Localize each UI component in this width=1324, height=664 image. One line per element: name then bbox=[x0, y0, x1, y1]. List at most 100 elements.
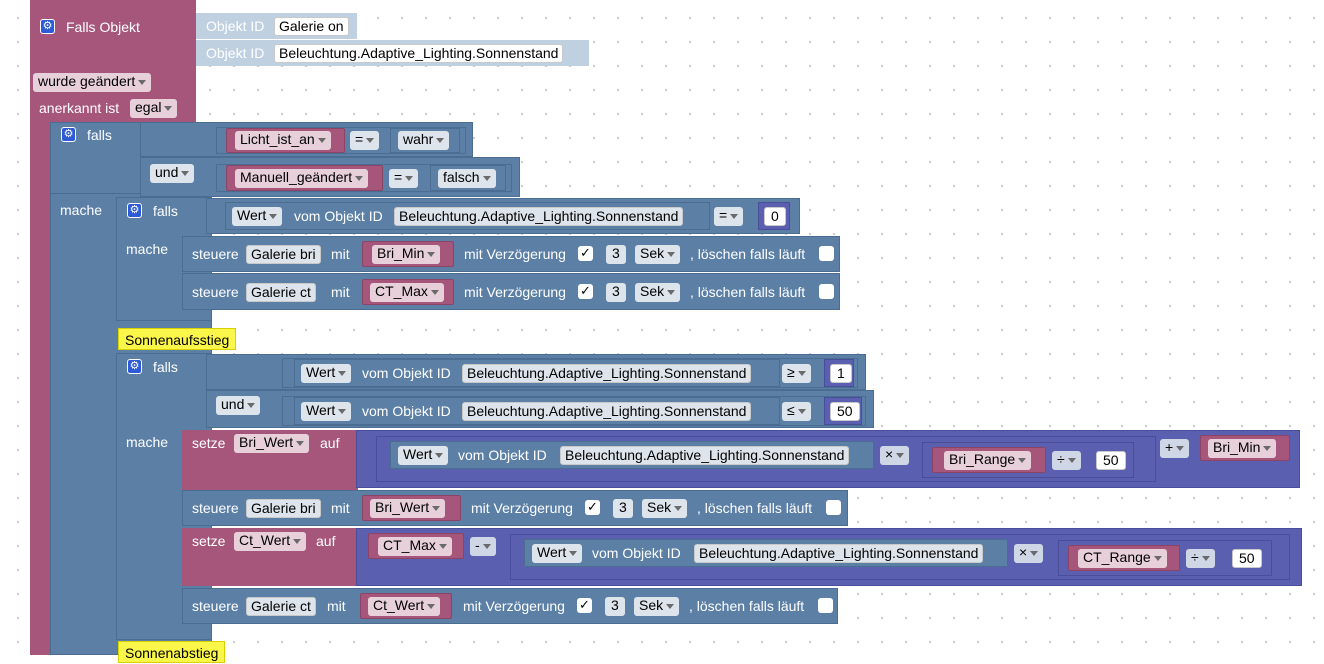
steuere-label: steuere bbox=[192, 500, 239, 516]
var-ct-max-dropdown[interactable]: CT_Max bbox=[378, 537, 452, 556]
delay-checkbox[interactable]: ✓ bbox=[578, 284, 593, 299]
clear-label: , löschen falls läuft bbox=[690, 246, 806, 262]
number-zero[interactable]: 0 bbox=[764, 207, 786, 226]
gear-icon[interactable]: ⚙ bbox=[127, 203, 142, 218]
comment-sonnenabstieg[interactable]: Sonnenabstieg bbox=[118, 641, 226, 663]
if1-op2-dropdown[interactable]: = bbox=[389, 169, 419, 188]
changed-dropdown[interactable]: wurde geändert bbox=[33, 73, 152, 92]
trigger-changed[interactable]: wurde geändert bbox=[33, 72, 152, 92]
wert-dropdown[interactable]: Wert bbox=[532, 544, 583, 563]
if1-and-dropdown[interactable]: und bbox=[150, 164, 195, 183]
if3-op2-dropdown[interactable]: ≤ bbox=[782, 402, 811, 421]
if1-falls: falls bbox=[87, 127, 112, 143]
bool-dropdown-1[interactable]: wahr bbox=[398, 131, 450, 150]
delay-label: mit Verzögerung bbox=[464, 246, 566, 262]
plus-dropdown[interactable]: + bbox=[1160, 439, 1190, 458]
steuere-label: steuere bbox=[192, 284, 239, 300]
var-ct-range-dropdown[interactable]: CT_Range bbox=[1078, 549, 1167, 568]
div-dropdown[interactable]: ÷ bbox=[1186, 549, 1215, 568]
gear-icon[interactable]: ⚙ bbox=[127, 359, 142, 374]
vom-objekt-label: vom Objekt ID bbox=[294, 208, 383, 224]
delay-label: mit Verzögerung bbox=[463, 598, 565, 614]
auf-label: auf bbox=[320, 435, 340, 451]
wert-dropdown[interactable]: Wert bbox=[398, 446, 449, 465]
delay-checkbox[interactable]: ✓ bbox=[577, 598, 592, 613]
steuere-target[interactable]: Galerie bri bbox=[246, 245, 321, 264]
var-ct-wert-dropdown[interactable]: Ct_Wert bbox=[368, 597, 441, 616]
div-dropdown[interactable]: ÷ bbox=[1052, 451, 1081, 470]
if1-mache: mache bbox=[60, 202, 103, 218]
gear-icon[interactable]: ⚙ bbox=[40, 19, 55, 34]
mit-label: mit bbox=[331, 246, 350, 262]
auf-label: auf bbox=[316, 533, 336, 549]
minus-dropdown[interactable]: - bbox=[470, 537, 496, 556]
steuere-block-4[interactable] bbox=[182, 588, 838, 624]
var-ct-max-dropdown[interactable]: CT_Max bbox=[370, 283, 444, 302]
objid-field-1[interactable]: Galerie on bbox=[274, 17, 349, 36]
delay-label: mit Verzögerung bbox=[471, 500, 573, 516]
number-fifty[interactable]: 50 bbox=[1096, 451, 1126, 470]
var-licht-dropdown[interactable]: Licht_ist_an bbox=[235, 131, 331, 150]
delay-checkbox[interactable]: ✓ bbox=[585, 500, 600, 515]
ack-prefix: anerkannt ist bbox=[39, 100, 120, 116]
number-one[interactable]: 1 bbox=[830, 364, 852, 383]
bool-dropdown-2[interactable]: falsch bbox=[438, 169, 496, 188]
objekt-field[interactable]: Beleuchtung.Adaptive_Lighting.Sonnenstan… bbox=[462, 364, 752, 383]
unit-dropdown[interactable]: Sek bbox=[635, 283, 681, 302]
setze-ct-dropdown[interactable]: Ct_Wert bbox=[234, 532, 307, 551]
setze-label: setze bbox=[192, 533, 226, 549]
gear-icon[interactable]: ⚙ bbox=[61, 127, 76, 142]
objekt-field[interactable]: Beleuchtung.Adaptive_Lighting.Sonnenstan… bbox=[462, 402, 752, 421]
ack-dropdown[interactable]: egal bbox=[130, 99, 178, 118]
objekt-field[interactable]: Beleuchtung.Adaptive_Lighting.Sonnenstan… bbox=[560, 446, 850, 465]
var-bri-range-dropdown[interactable]: Bri_Range bbox=[944, 451, 1032, 470]
vom-objekt-label: vom Objekt ID bbox=[362, 403, 451, 419]
steuere-target[interactable]: Galerie ct bbox=[246, 597, 316, 616]
delay-value[interactable]: 3 bbox=[613, 499, 633, 518]
delay-value[interactable]: 3 bbox=[606, 283, 626, 302]
trigger-title: Falls Objekt bbox=[66, 19, 140, 35]
wert-dropdown[interactable]: Wert bbox=[232, 207, 283, 226]
if3-falls: falls bbox=[153, 359, 178, 375]
steuere-label: steuere bbox=[192, 598, 239, 614]
if2-mache: mache bbox=[126, 241, 169, 257]
setze-bri-dropdown[interactable]: Bri_Wert bbox=[234, 434, 310, 453]
objid-field-2[interactable]: Beleuchtung.Adaptive_Lighting.Sonnenstan… bbox=[274, 44, 564, 63]
setze-label: setze bbox=[192, 435, 226, 451]
if3-op1-dropdown[interactable]: ≥ bbox=[782, 364, 811, 383]
delay-checkbox[interactable]: ✓ bbox=[578, 246, 593, 261]
unit-dropdown[interactable]: Sek bbox=[642, 499, 688, 518]
vom-objekt-label: vom Objekt ID bbox=[362, 365, 451, 381]
steuere-target[interactable]: Galerie ct bbox=[246, 283, 316, 302]
wert-dropdown[interactable]: Wert bbox=[301, 364, 352, 383]
if3-and-dropdown[interactable]: und bbox=[216, 396, 261, 415]
var-bri-min-dropdown[interactable]: Bri_Min bbox=[372, 245, 441, 264]
objekt-field[interactable]: Beleuchtung.Adaptive_Lighting.Sonnenstan… bbox=[394, 207, 684, 226]
var-manuell-dropdown[interactable]: Manuell_geändert bbox=[235, 169, 369, 188]
clear-checkbox[interactable] bbox=[818, 598, 833, 613]
if3-mache: mache bbox=[126, 434, 169, 450]
objid-label-1: Objekt ID bbox=[206, 18, 265, 34]
delay-value[interactable]: 3 bbox=[606, 245, 626, 264]
number-fifty[interactable]: 50 bbox=[830, 402, 860, 421]
var-bri-wert-dropdown[interactable]: Bri_Wert bbox=[370, 499, 446, 518]
unit-dropdown[interactable]: Sek bbox=[634, 597, 680, 616]
unit-dropdown[interactable]: Sek bbox=[635, 245, 681, 264]
wert-dropdown[interactable]: Wert bbox=[301, 402, 352, 421]
clear-checkbox[interactable] bbox=[819, 246, 834, 261]
vom-objekt-label: vom Objekt ID bbox=[592, 545, 681, 561]
if1-op1-dropdown[interactable]: = bbox=[350, 131, 380, 150]
clear-checkbox[interactable] bbox=[819, 284, 834, 299]
times-dropdown[interactable]: × bbox=[1014, 544, 1044, 563]
steuere-block-3[interactable] bbox=[182, 490, 848, 526]
var-bri-min-dropdown[interactable]: Bri_Min bbox=[1208, 439, 1277, 458]
number-fifty[interactable]: 50 bbox=[1232, 549, 1262, 568]
delay-value[interactable]: 3 bbox=[605, 597, 625, 616]
clear-checkbox[interactable] bbox=[826, 500, 841, 515]
objekt-field[interactable]: Beleuchtung.Adaptive_Lighting.Sonnenstan… bbox=[694, 544, 984, 563]
comment-sonnenaufstieg[interactable]: Sonnenaufsstieg bbox=[118, 328, 237, 350]
if2-op-dropdown[interactable]: = bbox=[714, 207, 744, 226]
steuere-target[interactable]: Galerie bri bbox=[246, 499, 321, 518]
times-dropdown[interactable]: × bbox=[880, 446, 910, 465]
trigger-top-bar bbox=[30, 0, 196, 12]
